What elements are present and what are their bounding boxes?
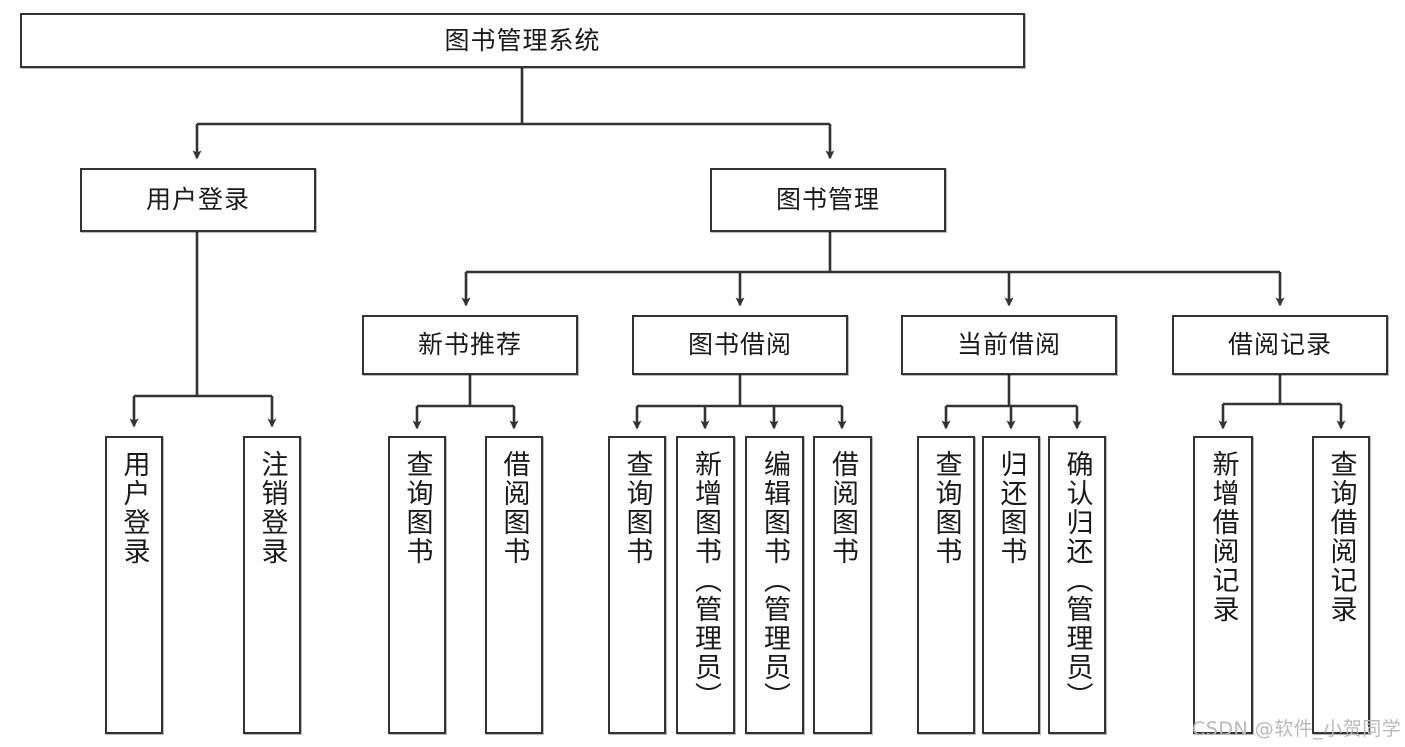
node-leaf-query-book-2-label: 查询图书 xyxy=(621,450,653,566)
node-user-login-label: 用户登录 xyxy=(145,185,250,215)
node-leaf-query-book-1-label: 查询图书 xyxy=(401,450,433,566)
node-book-manage-label: 图书管理 xyxy=(775,185,880,215)
node-book-borrow[interactable]: 图书借阅 xyxy=(632,315,848,375)
node-leaf-add-borrow-record-label: 新增借阅记录 xyxy=(1207,450,1239,624)
node-leaf-query-borrow-record[interactable]: 查询借阅记录 xyxy=(1312,436,1370,734)
node-leaf-user-login[interactable]: 用户登录 xyxy=(105,436,163,734)
connectors-new-book-recommend-to-leaves xyxy=(412,375,519,430)
node-book-borrow-label: 图书借阅 xyxy=(687,330,792,360)
connectors-root-to-level2 xyxy=(192,68,835,160)
node-borrow-record[interactable]: 借阅记录 xyxy=(1172,315,1388,375)
node-root-label: 图书管理系统 xyxy=(444,25,601,55)
connectors-borrow-record-to-leaves xyxy=(1218,375,1346,430)
node-leaf-query-book-3-label: 查询图书 xyxy=(930,450,962,566)
node-leaf-add-book-admin[interactable]: 新增图书（管理员） xyxy=(676,436,735,734)
node-book-manage[interactable]: 图书管理 xyxy=(710,168,946,232)
node-current-borrow[interactable]: 当前借阅 xyxy=(901,315,1117,375)
node-leaf-logout-login-label: 注销登录 xyxy=(256,450,288,566)
node-new-book-recommend-label: 新书推荐 xyxy=(417,330,522,360)
node-leaf-borrow-book-2-label: 借阅图书 xyxy=(827,450,858,566)
connectors-user-login-to-leaves xyxy=(129,232,277,428)
node-leaf-borrow-book-1[interactable]: 借阅图书 xyxy=(485,436,543,734)
connectors-current-borrow-to-leaves xyxy=(941,375,1082,430)
node-leaf-return-book-label: 归还图书 xyxy=(995,450,1027,566)
node-leaf-borrow-book-1-label: 借阅图书 xyxy=(498,450,530,566)
node-leaf-user-login-label: 用户登录 xyxy=(118,450,150,566)
node-leaf-query-book-1[interactable]: 查询图书 xyxy=(388,436,446,734)
node-leaf-return-book[interactable]: 归还图书 xyxy=(982,436,1040,734)
node-current-borrow-label: 当前借阅 xyxy=(956,330,1061,360)
node-leaf-query-borrow-record-label: 查询借阅记录 xyxy=(1325,450,1357,624)
node-leaf-logout-login[interactable]: 注销登录 xyxy=(243,436,301,734)
connectors-book-manage-to-level3 xyxy=(461,232,1285,307)
node-leaf-edit-book-admin[interactable]: 编辑图书（管理员） xyxy=(745,436,804,734)
node-leaf-borrow-book-2[interactable]: 借阅图书 xyxy=(813,436,872,734)
node-borrow-record-label: 借阅记录 xyxy=(1227,330,1332,360)
node-leaf-query-book-2[interactable]: 查询图书 xyxy=(608,436,666,734)
node-leaf-confirm-return-admin[interactable]: 确认归还（管理员） xyxy=(1048,436,1106,734)
node-root[interactable]: 图书管理系统 xyxy=(20,13,1025,68)
connectors-book-borrow-to-leaves xyxy=(632,375,847,430)
node-leaf-add-book-admin-label: 新增图书（管理员） xyxy=(690,450,721,711)
node-user-login[interactable]: 用户登录 xyxy=(80,168,316,232)
node-leaf-query-book-3[interactable]: 查询图书 xyxy=(917,436,975,734)
node-leaf-confirm-return-admin-label: 确认归还（管理员） xyxy=(1061,450,1093,711)
node-leaf-edit-book-admin-label: 编辑图书（管理员） xyxy=(759,450,790,711)
node-new-book-recommend[interactable]: 新书推荐 xyxy=(362,315,578,375)
node-leaf-add-borrow-record[interactable]: 新增借阅记录 xyxy=(1193,436,1253,734)
